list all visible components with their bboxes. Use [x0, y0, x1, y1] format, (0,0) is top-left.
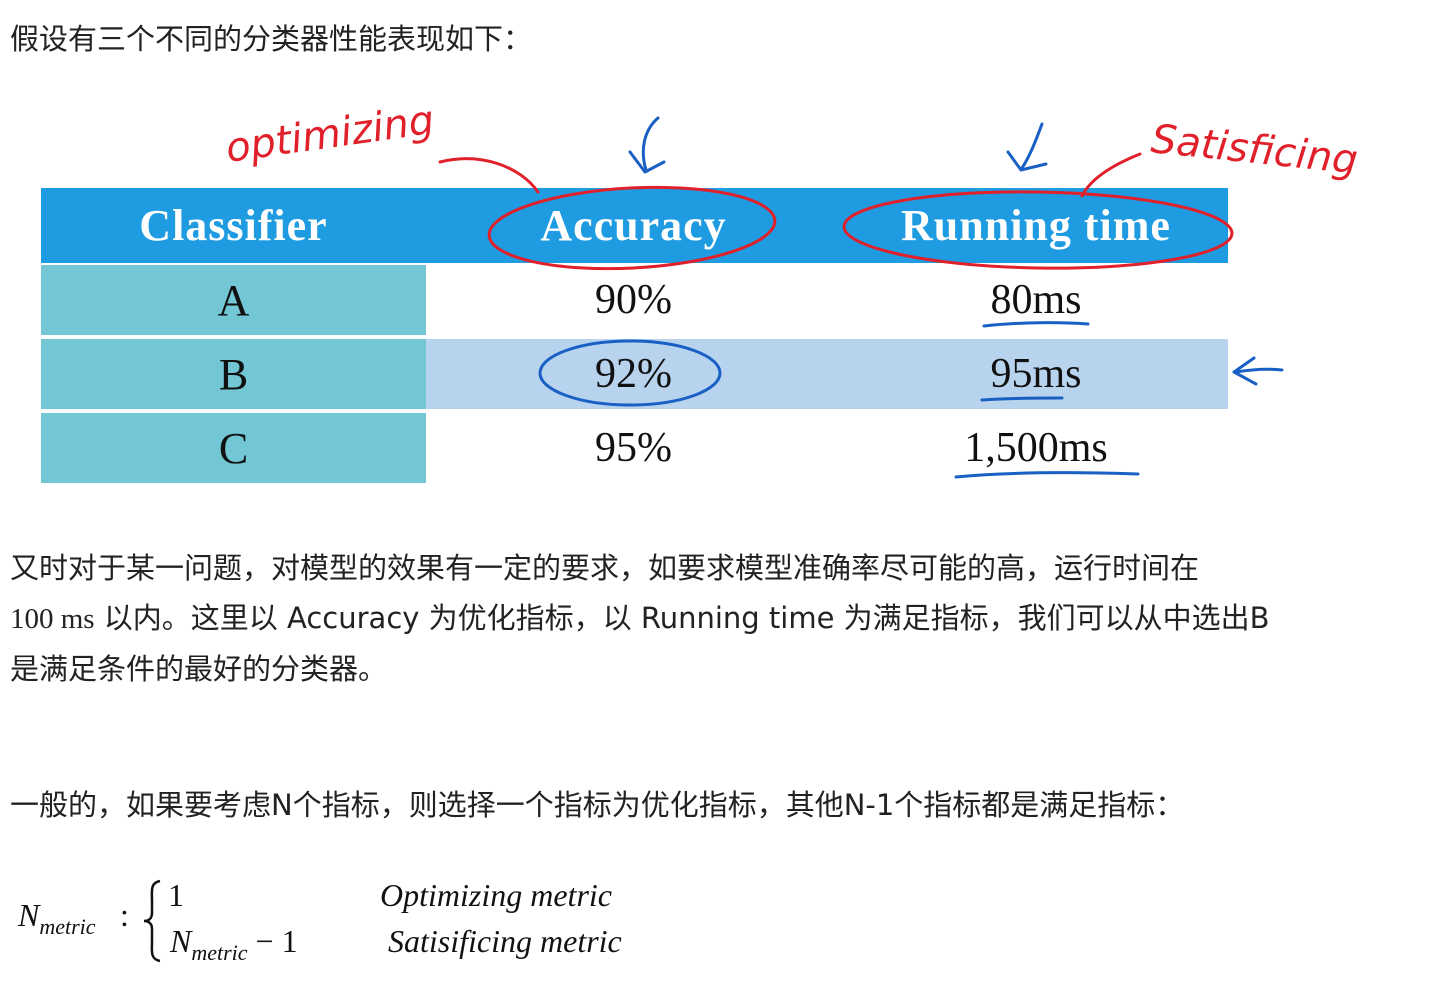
- paragraph-2: 又时对于某一问题，对模型的效果有一定的要求，如要求模型准确率尽可能的高，运行时间…: [10, 543, 1270, 694]
- row-b-time: 95ms: [990, 351, 1082, 397]
- optimizing-connector: [438, 157, 540, 194]
- paragraph-2-line3: 是满足条件的最好的分类器。: [10, 652, 388, 686]
- satisficing-annotation: Satisficing: [1149, 116, 1360, 183]
- paragraph-2-line2-text: 以内。这里以 Accuracy 为优化指标，以 Running time 为满足…: [94, 601, 1270, 635]
- row-c-accuracy: 95%: [595, 425, 672, 471]
- formula-row2-minus: − 1: [247, 923, 298, 959]
- formula-row1-label: Optimizing metric: [380, 877, 612, 913]
- formula-row2-n: N: [170, 923, 192, 959]
- row-b-arrow-shaft: [1234, 367, 1284, 374]
- accuracy-arrow-shaft: [641, 116, 660, 172]
- header-accuracy: Accuracy: [540, 201, 727, 250]
- formula-lhs-sub: metric: [39, 914, 96, 939]
- satisficing-connector: [1080, 152, 1142, 198]
- formula-row2-sub: metric: [191, 940, 248, 965]
- time-arrow-shaft: [1020, 122, 1044, 170]
- accuracy-circle: [487, 185, 777, 271]
- row-b-arrow-head: [1232, 356, 1258, 386]
- running-time-circle: [842, 190, 1234, 270]
- underline-95ms: [980, 396, 1064, 402]
- metric-formula: Nmetric : 1 Optimizing metric Nmetric − …: [0, 865, 800, 975]
- header-classifier: Classifier: [139, 201, 328, 250]
- row-b-accuracy: 92%: [595, 351, 672, 397]
- time-arrow-head: [1006, 150, 1048, 172]
- paragraph-2-line2: 100 ms 以内。这里以 Accuracy 为优化指标，以 Running t…: [10, 593, 1270, 644]
- header-running-time: Running time: [901, 201, 1171, 250]
- handwritten-annotations: optimizing Satisficing: [223, 100, 1360, 479]
- row-a-time: 80ms: [990, 277, 1082, 323]
- left-brace: [143, 879, 161, 963]
- table-header: [41, 188, 1228, 263]
- underline-1500ms: [954, 471, 1140, 479]
- intro-text: 假设有三个不同的分类器性能表现如下：: [10, 22, 533, 56]
- formula-lhs: Nmetric: [18, 897, 96, 940]
- formula-row1-value: 1: [168, 877, 184, 913]
- paragraph-3: 一般的，如果要考虑N个指标，则选择一个指标为优化指标，其他N-1个指标都是满足指…: [10, 788, 1185, 822]
- formula-colon: :: [120, 897, 129, 933]
- paragraph-2-line1: 又时对于某一问题，对模型的效果有一定的要求，如要求模型准确率尽可能的高，运行时间…: [10, 551, 1200, 585]
- underline-80ms: [982, 321, 1090, 328]
- classifier-table-figure: Classifier Accuracy Running time A 90% 8…: [0, 100, 1442, 500]
- formula-row2-label: Satisificing metric: [388, 923, 622, 959]
- accuracy-arrow-head: [628, 150, 666, 174]
- row-b-accuracy-circle: [538, 339, 722, 407]
- formula-lhs-n: N: [18, 897, 40, 933]
- inline-math-100ms: 100 ms: [10, 603, 95, 635]
- row-a-classifier: A: [41, 265, 426, 335]
- optimizing-annotation: optimizing: [223, 100, 437, 172]
- row-b-classifier: B: [41, 339, 426, 409]
- highlight-row-b: [426, 339, 1228, 409]
- row-c-time: 1,500ms: [964, 425, 1108, 471]
- row-c-classifier: C: [41, 413, 426, 483]
- row-a-accuracy: 90%: [595, 277, 672, 323]
- formula-row2-value: Nmetric − 1: [170, 923, 298, 966]
